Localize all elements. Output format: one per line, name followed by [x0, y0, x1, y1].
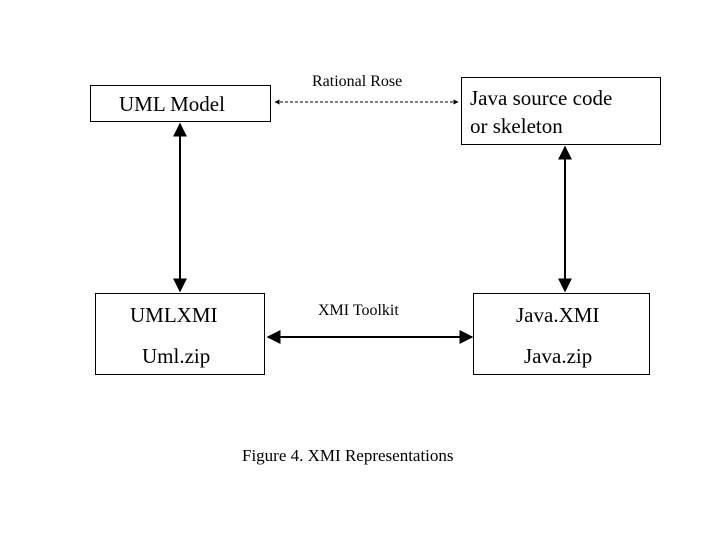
xmi-toolkit-label: XMI Toolkit [318, 302, 399, 319]
uml-model-box: UML Model [90, 85, 271, 122]
java-source-line2: or skeleton [470, 114, 563, 138]
rational-rose-label: Rational Rose [312, 73, 403, 90]
uml-xmi-line2: Uml.zip [142, 344, 211, 368]
java-source-box: Java source code or skeleton [461, 77, 661, 145]
java-xmi-line1: Java.XMI [516, 303, 600, 327]
java-source-line1: Java source code [470, 86, 613, 110]
figure-caption: Figure 4. XMI Representations [242, 446, 454, 465]
java-xmi-box: Java.XMI Java.zip [473, 293, 650, 375]
uml-xmi-line1: UMLXMI [130, 303, 218, 327]
uml-xmi-box: UMLXMI Uml.zip [95, 293, 265, 375]
uml-model-label: UML Model [119, 92, 225, 116]
java-xmi-line2: Java.zip [524, 344, 593, 368]
